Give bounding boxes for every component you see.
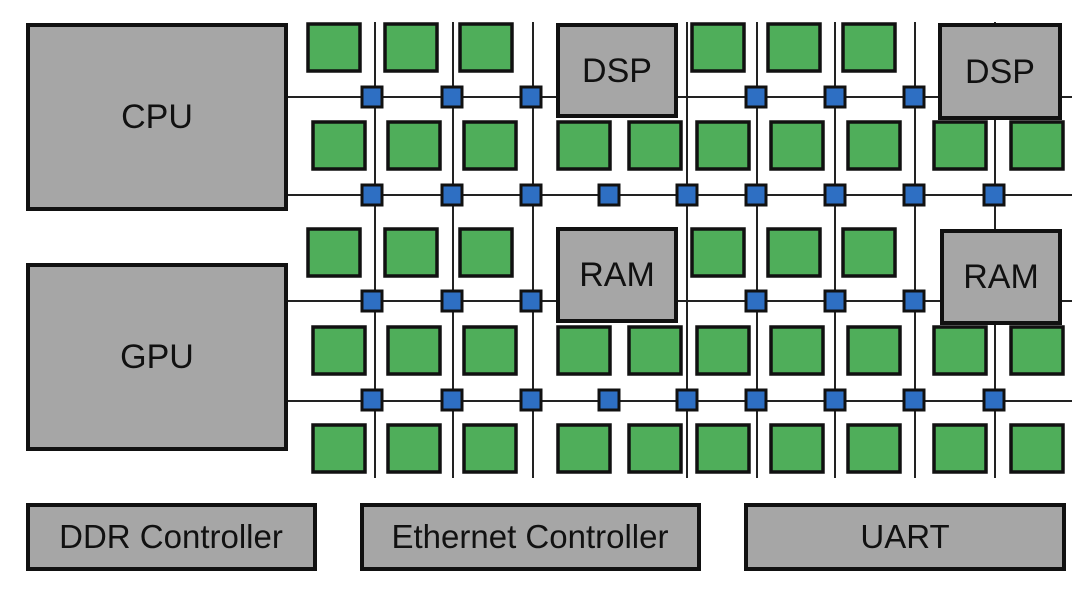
processing-tile — [932, 423, 988, 474]
ram-label-2: RAM — [963, 258, 1039, 296]
router-node — [823, 388, 847, 412]
cpu-block: CPU — [26, 23, 288, 211]
router-node — [360, 183, 384, 207]
router-node — [597, 183, 621, 207]
processing-tile — [769, 423, 825, 474]
uart-block: UART — [744, 503, 1066, 571]
processing-tile — [841, 22, 897, 73]
router-node — [597, 388, 621, 412]
processing-tile — [766, 227, 822, 278]
processing-tile — [462, 120, 518, 171]
router-node — [902, 388, 926, 412]
processing-tile — [627, 325, 683, 376]
router-node — [440, 183, 464, 207]
ram-block-1: RAM — [556, 227, 678, 323]
processing-tile — [458, 22, 514, 73]
router-node — [360, 388, 384, 412]
ethernet-controller-block: Ethernet Controller — [360, 503, 701, 571]
router-node — [440, 388, 464, 412]
processing-tile — [556, 423, 612, 474]
processing-tile — [846, 120, 902, 171]
processing-tile — [311, 120, 367, 171]
ram-label-1: RAM — [579, 256, 655, 294]
processing-tile — [386, 120, 442, 171]
processing-tile — [311, 423, 367, 474]
processing-tile — [841, 227, 897, 278]
processing-tile — [383, 227, 439, 278]
processing-tiles — [306, 22, 1065, 474]
router-node — [675, 183, 699, 207]
processing-tile — [1009, 423, 1065, 474]
router-node — [744, 388, 768, 412]
router-node — [519, 289, 543, 313]
router-node — [519, 388, 543, 412]
processing-tile — [932, 120, 988, 171]
ram-block-2: RAM — [940, 229, 1062, 325]
processing-tile — [695, 325, 751, 376]
processing-tile — [311, 325, 367, 376]
ethernet-controller-label: Ethernet Controller — [392, 518, 669, 555]
processing-tile — [556, 120, 612, 171]
processing-tile — [1009, 120, 1065, 171]
processing-tile — [695, 120, 751, 171]
ddr-controller-label: DDR Controller — [59, 518, 283, 555]
dsp-label-2: DSP — [965, 53, 1035, 91]
dsp-block-1: DSP — [556, 23, 678, 118]
processing-tile — [383, 22, 439, 73]
uart-label: UART — [860, 518, 949, 555]
processing-tile — [690, 22, 746, 73]
router-node — [744, 289, 768, 313]
router-node — [902, 183, 926, 207]
processing-tile — [462, 325, 518, 376]
processing-tile — [627, 120, 683, 171]
cpu-label: CPU — [121, 98, 193, 136]
router-node — [823, 85, 847, 109]
router-node — [440, 289, 464, 313]
processing-tile — [556, 325, 612, 376]
processing-tile — [766, 22, 822, 73]
processing-tile — [627, 423, 683, 474]
processing-tile — [846, 325, 902, 376]
router-node — [823, 183, 847, 207]
router-node — [982, 388, 1006, 412]
ddr-controller-block: DDR Controller — [26, 503, 317, 571]
dsp-label-1: DSP — [582, 52, 652, 90]
router-node — [440, 85, 464, 109]
processing-tile — [769, 120, 825, 171]
processing-tile — [932, 325, 988, 376]
router-node — [675, 388, 699, 412]
router-node — [823, 289, 847, 313]
processing-tile — [769, 325, 825, 376]
processing-tile — [458, 227, 514, 278]
router-node — [744, 85, 768, 109]
processing-tile — [462, 423, 518, 474]
router-node — [982, 183, 1006, 207]
gpu-block: GPU — [26, 263, 288, 451]
processing-tile — [386, 423, 442, 474]
noc-routers — [360, 85, 1006, 412]
dsp-block-2: DSP — [938, 23, 1062, 120]
processing-tile — [846, 423, 902, 474]
router-node — [360, 289, 384, 313]
processing-tile — [1009, 325, 1065, 376]
processing-tile — [690, 227, 746, 278]
router-node — [744, 183, 768, 207]
processing-tile — [695, 423, 751, 474]
processing-tile — [306, 22, 362, 73]
gpu-label: GPU — [120, 338, 194, 376]
processing-tile — [306, 227, 362, 278]
router-node — [902, 289, 926, 313]
router-node — [360, 85, 384, 109]
processing-tile — [386, 325, 442, 376]
router-node — [519, 183, 543, 207]
router-node — [519, 85, 543, 109]
router-node — [902, 85, 926, 109]
